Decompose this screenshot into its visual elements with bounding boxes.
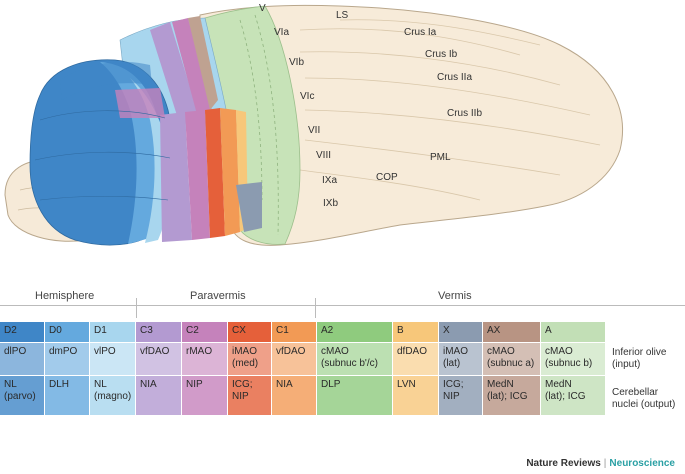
label-IXa: IXa	[322, 175, 338, 186]
zone-cell-olive: rMAO	[182, 343, 227, 375]
label-IXb: IXb	[323, 198, 339, 209]
zone-cell-olive: iMAO (lat)	[439, 343, 482, 375]
zone-cell-name: C1	[272, 322, 316, 342]
zone-cell-name: CX	[228, 322, 271, 342]
group-divider	[136, 298, 137, 318]
label-VIII: VIII	[316, 150, 332, 161]
zone-cell-nucleus: ICG; NIP	[439, 376, 482, 415]
zone-cell-olive: vfDAO	[272, 343, 316, 375]
label-VIa: VIa	[274, 27, 290, 38]
label-Crus-IIb: Crus IIb	[447, 108, 483, 119]
row-label-output: Cerebellar nuclei (output)	[612, 387, 676, 410]
zone-cell-olive: cMAO (subnuc b'/c)	[317, 343, 392, 375]
label-V: V	[259, 3, 266, 14]
label-VIc: VIc	[300, 91, 315, 102]
legend-divider	[0, 305, 685, 306]
zone-cell-nucleus: MedN (lat); ICG	[541, 376, 605, 415]
zone-cell-nucleus: DLP	[317, 376, 392, 415]
label-VIb: VIb	[289, 57, 305, 68]
zone-cell-name: D2	[0, 322, 44, 342]
label-COP: COP	[376, 172, 398, 183]
zone-cell-name: A2	[317, 322, 392, 342]
group-divider	[315, 298, 316, 318]
zone-cell-olive: vfDAO	[136, 343, 181, 375]
zone-cell-olive: cMAO (subnuc a)	[483, 343, 540, 375]
label-PML: PML	[430, 152, 451, 163]
label-Crus-Ia: Crus Ia	[404, 27, 437, 38]
zone-cell-name: AX	[483, 322, 540, 342]
zone-cell-nucleus: DLH	[45, 376, 89, 415]
zone-cell-nucleus: LVN	[393, 376, 438, 415]
label-Crus-Ib: Crus Ib	[425, 49, 458, 60]
zone-cell-olive: cMAO (subnuc b)	[541, 343, 605, 375]
zone-cell-olive: iMAO (med)	[228, 343, 271, 375]
zone-cell-nucleus: NL (magno)	[90, 376, 135, 415]
label-VII: VII	[308, 125, 321, 136]
zone-cell-olive: dmPO	[45, 343, 89, 375]
zone-cell-nucleus: NIA	[272, 376, 316, 415]
zone-cell-name: D0	[45, 322, 89, 342]
zone-cell-nucleus: MedN (lat); ICG	[483, 376, 540, 415]
label-LS: LS	[336, 10, 349, 21]
zone-cell-name: B	[393, 322, 438, 342]
row-label-input: Inferior olive (input)	[612, 347, 667, 370]
zone-cell-nucleus: ICG; NIP	[228, 376, 271, 415]
zone-cell-nucleus: NIA	[136, 376, 181, 415]
zone-cell-name: A	[541, 322, 605, 342]
zone-cell-name: X	[439, 322, 482, 342]
zone-cell-nucleus: NL (parvo)	[0, 376, 44, 415]
zone-cell-name: C2	[182, 322, 227, 342]
journal-credit: Nature Reviews|Neuroscience	[526, 458, 675, 469]
journal-name: Nature Reviews	[526, 458, 601, 469]
cerebellum-body	[199, 4, 623, 246]
zone-cell-nucleus: NIP	[182, 376, 227, 415]
group-hemisphere: Hemisphere	[35, 290, 95, 302]
zone-cell-olive: vlPO	[90, 343, 135, 375]
zone-cell-olive: dlPO	[0, 343, 44, 375]
label-Crus-IIa: Crus IIa	[437, 72, 473, 83]
zone-cell-olive: dfDAO	[393, 343, 438, 375]
zone-cell-name: D1	[90, 322, 135, 342]
group-paravermis: Paravermis	[190, 290, 246, 302]
zone-cell-name: C3	[136, 322, 181, 342]
cerebellum-illustration	[4, 4, 623, 246]
journal-section: Neuroscience	[609, 458, 675, 469]
group-vermis: Vermis	[438, 290, 472, 302]
